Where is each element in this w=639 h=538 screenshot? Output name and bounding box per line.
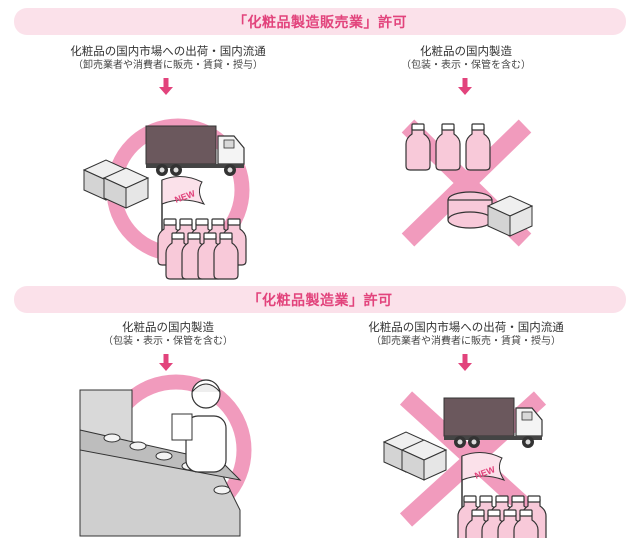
truck-icon [145,125,245,177]
bottle-icon [435,123,461,171]
caption-s2-left-line2: （包装・表示・保管を含む） [103,336,233,347]
worker-icon [171,379,227,473]
section-title-1: 「化粧品製造販売業」許可 [233,14,407,31]
caption-s2-left: 化粧品の国内製造 （包装・表示・保管を含む） [18,320,318,349]
cream-jar-icon [447,191,493,229]
section-title-band-1: 「化粧品製造販売業」許可 [14,8,626,35]
bottle-group-icon [458,496,546,538]
caption-s1-right-line1: 化粧品の国内製造 [420,44,512,58]
bottle-group-icon [158,219,246,279]
caption-s2-right-line1: 化粧品の国内市場への出荷・国内流通 [368,320,564,334]
section-title-band-2: 「化粧品製造業」許可 [14,286,626,313]
caption-s1-right-line2: （包装・表示・保管を含む） [401,60,531,71]
caption-s2-right-line2: （卸売業者や消費者に販売・賃貸・授与） [371,336,561,347]
caption-s2-right: 化粧品の国内市場への出荷・国内流通 （卸売業者や消費者に販売・賃貸・授与） [316,320,616,349]
arrow-down-icon [458,354,472,371]
arrow-down-icon [159,354,173,371]
caption-s1-right: 化粧品の国内製造 （包装・表示・保管を含む） [316,44,616,73]
bottle-icon [465,123,491,171]
caption-s1-left-line2: （卸売業者や消費者に販売・賃貸・授与） [73,60,263,71]
arrow-down-icon [159,78,173,95]
section-title-2: 「化粧品製造業」許可 [247,292,393,309]
caption-s1-left-line1: 化粧品の国内市場への出荷・国内流通 [70,44,266,58]
caption-s2-left-line1: 化粧品の国内製造 [122,320,214,334]
caption-s1-left: 化粧品の国内市場への出荷・国内流通 （卸売業者や消費者に販売・賃貸・授与） [18,44,318,73]
arrow-down-icon [458,78,472,95]
